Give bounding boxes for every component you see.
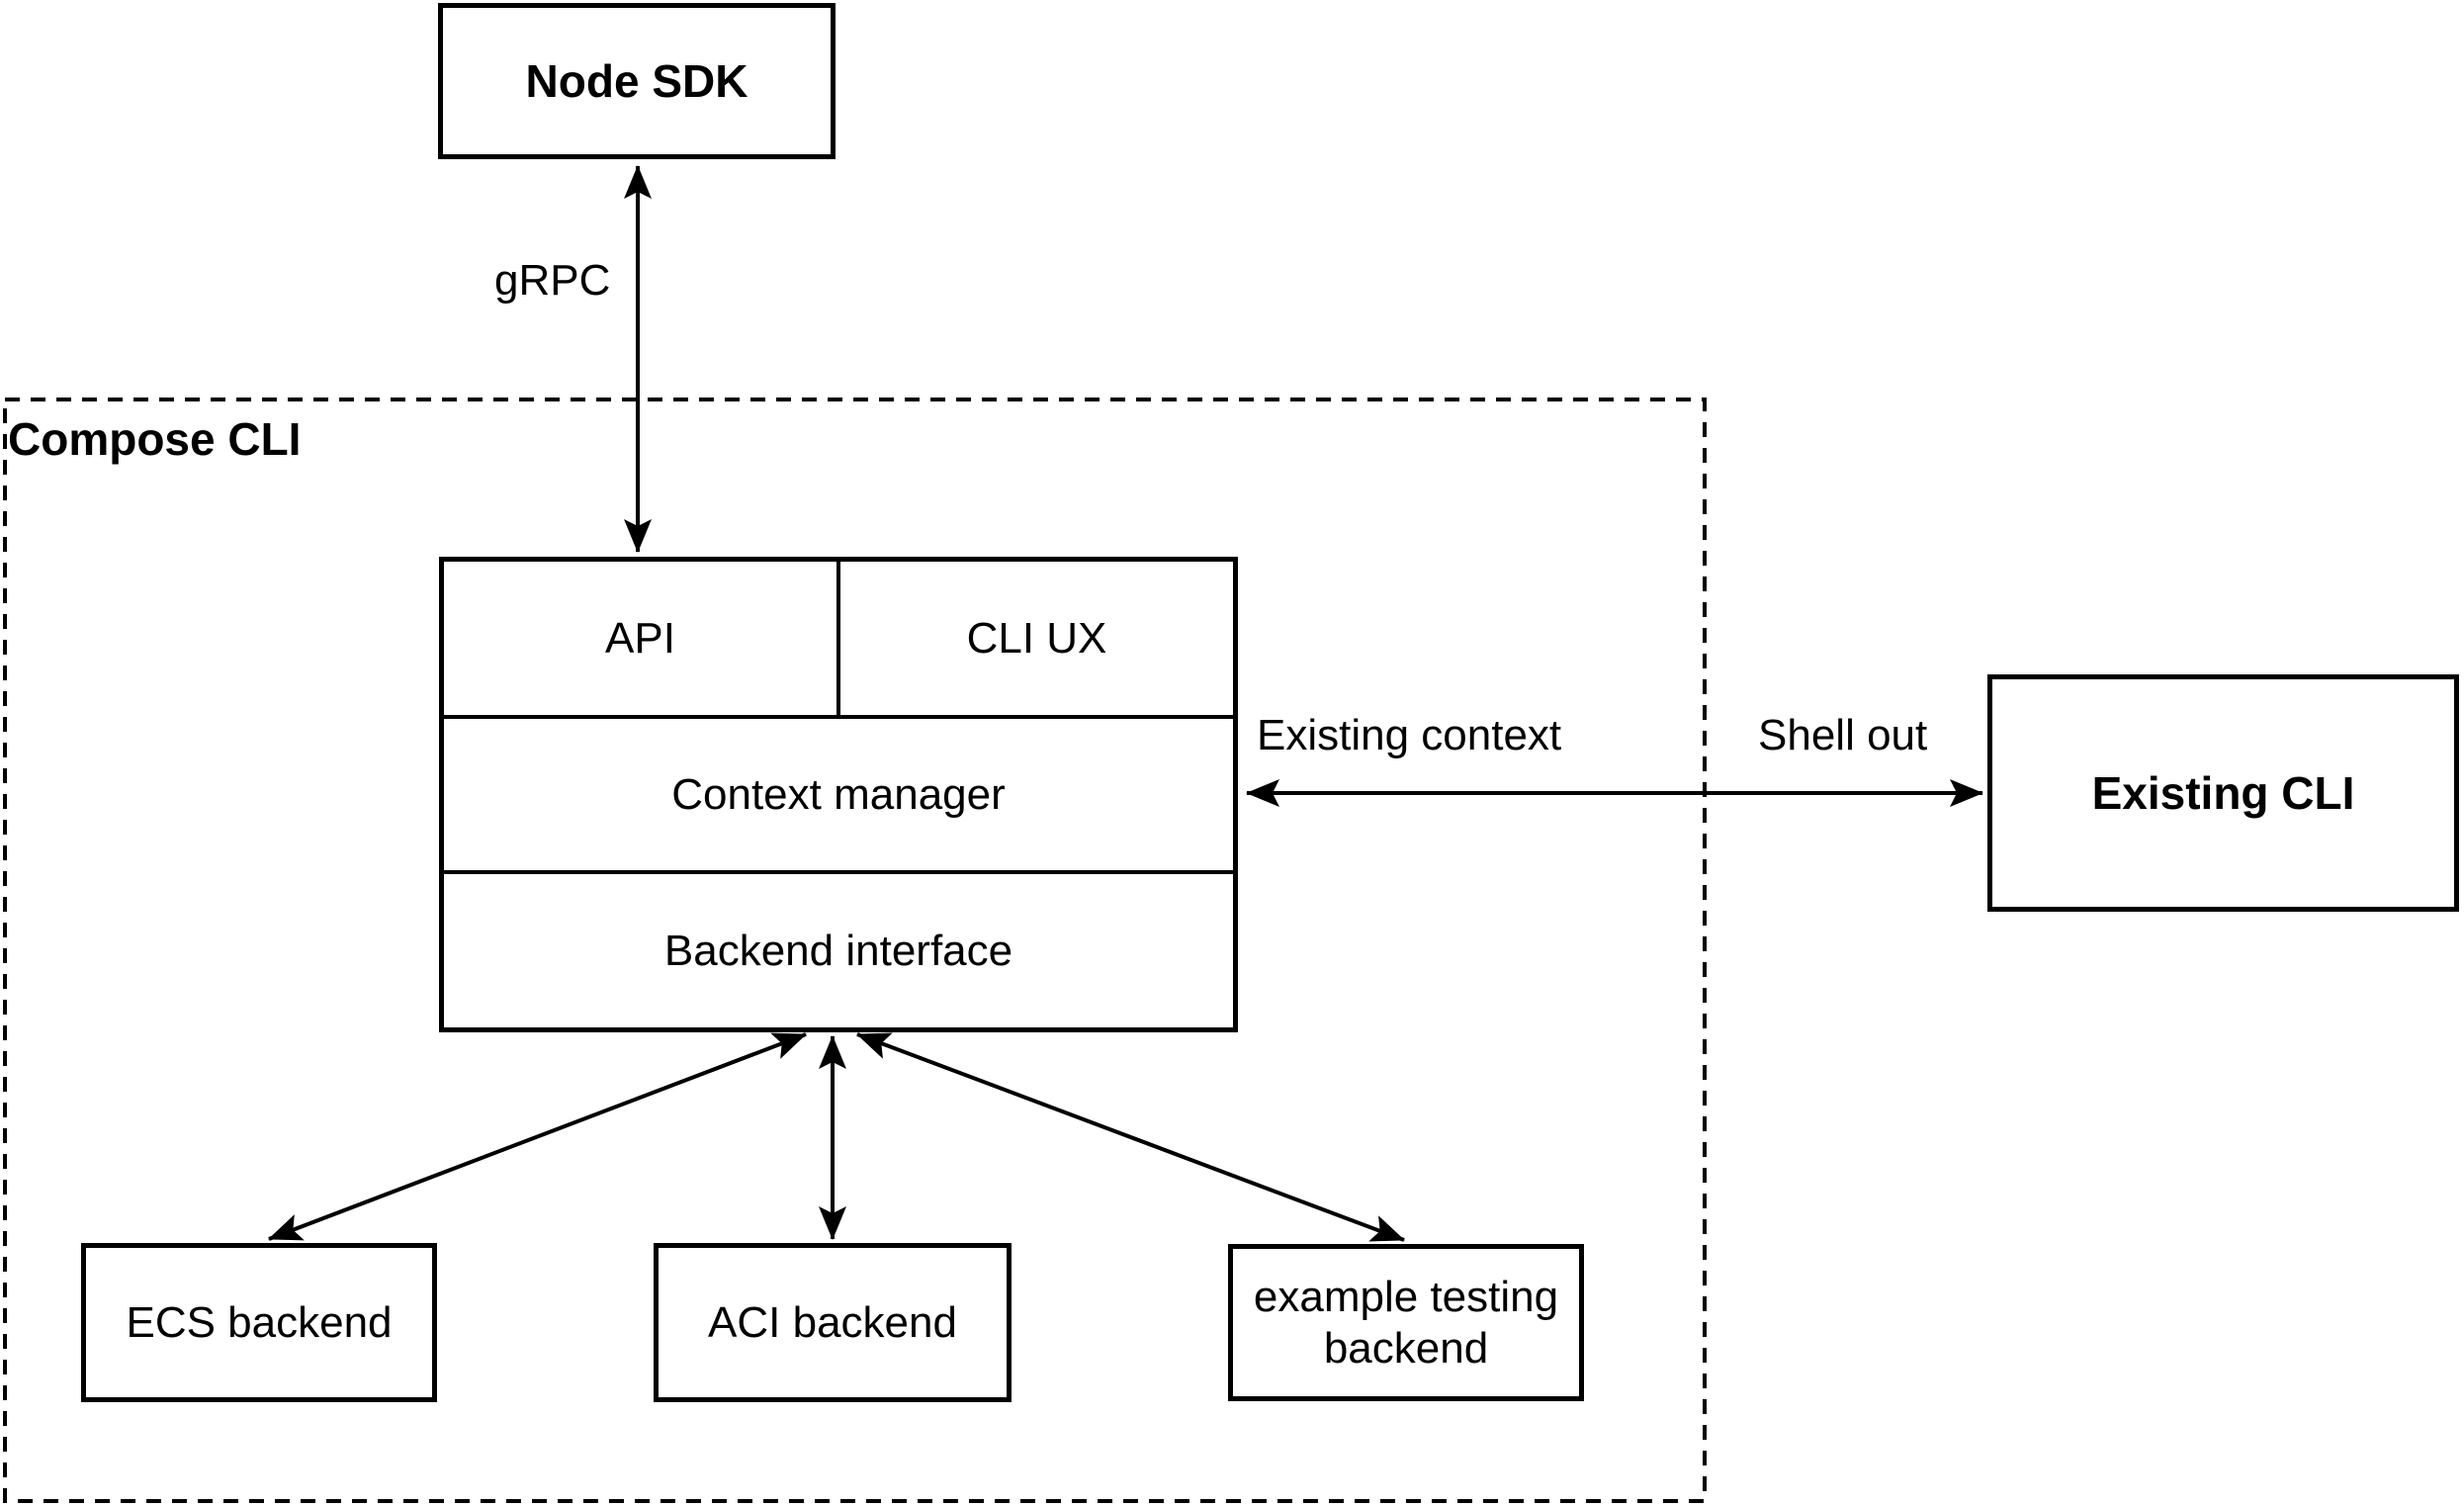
compose-cli-label: Compose CLI [8,413,302,465]
context-manager-label: Context manager [671,769,1006,819]
node-sdk-box: Node SDK [438,3,836,159]
context-manager-cell: Context manager [444,719,1233,874]
ecs-backend-arrow [268,1032,807,1241]
api-label: API [605,613,675,663]
existing-cli-label: Existing CLI [2091,767,2355,819]
aci-backend-box: ACI backend [654,1243,1012,1402]
aci-backend-label: ACI backend [708,1297,957,1347]
example-backend-arrow [856,1032,1405,1242]
example-testing-backend-box: example testing backend [1228,1244,1584,1401]
compose-cli-stack-box: API CLI UX Context manager Backend inter… [439,557,1238,1032]
stack-top-row: API CLI UX [444,562,1233,719]
cli-ux-label: CLI UX [966,613,1107,663]
cli-ux-cell: CLI UX [840,562,1233,715]
ecs-backend-label: ECS backend [126,1297,393,1347]
node-sdk-label: Node SDK [525,55,748,107]
api-cell: API [444,562,840,715]
existing-cli-box: Existing CLI [1987,674,2459,912]
existing-context-edge-label: Existing context [1257,711,1562,759]
shell-out-edge-label: Shell out [1758,711,1928,759]
backend-interface-label: Backend interface [663,926,1013,975]
example-testing-backend-label: example testing backend [1253,1272,1559,1373]
compose-cli-container-border [3,398,1707,1503]
backend-interface-cell: Backend interface [444,874,1233,1027]
grpc-edge-label: gRPC [494,256,611,305]
ecs-backend-box: ECS backend [81,1243,437,1402]
